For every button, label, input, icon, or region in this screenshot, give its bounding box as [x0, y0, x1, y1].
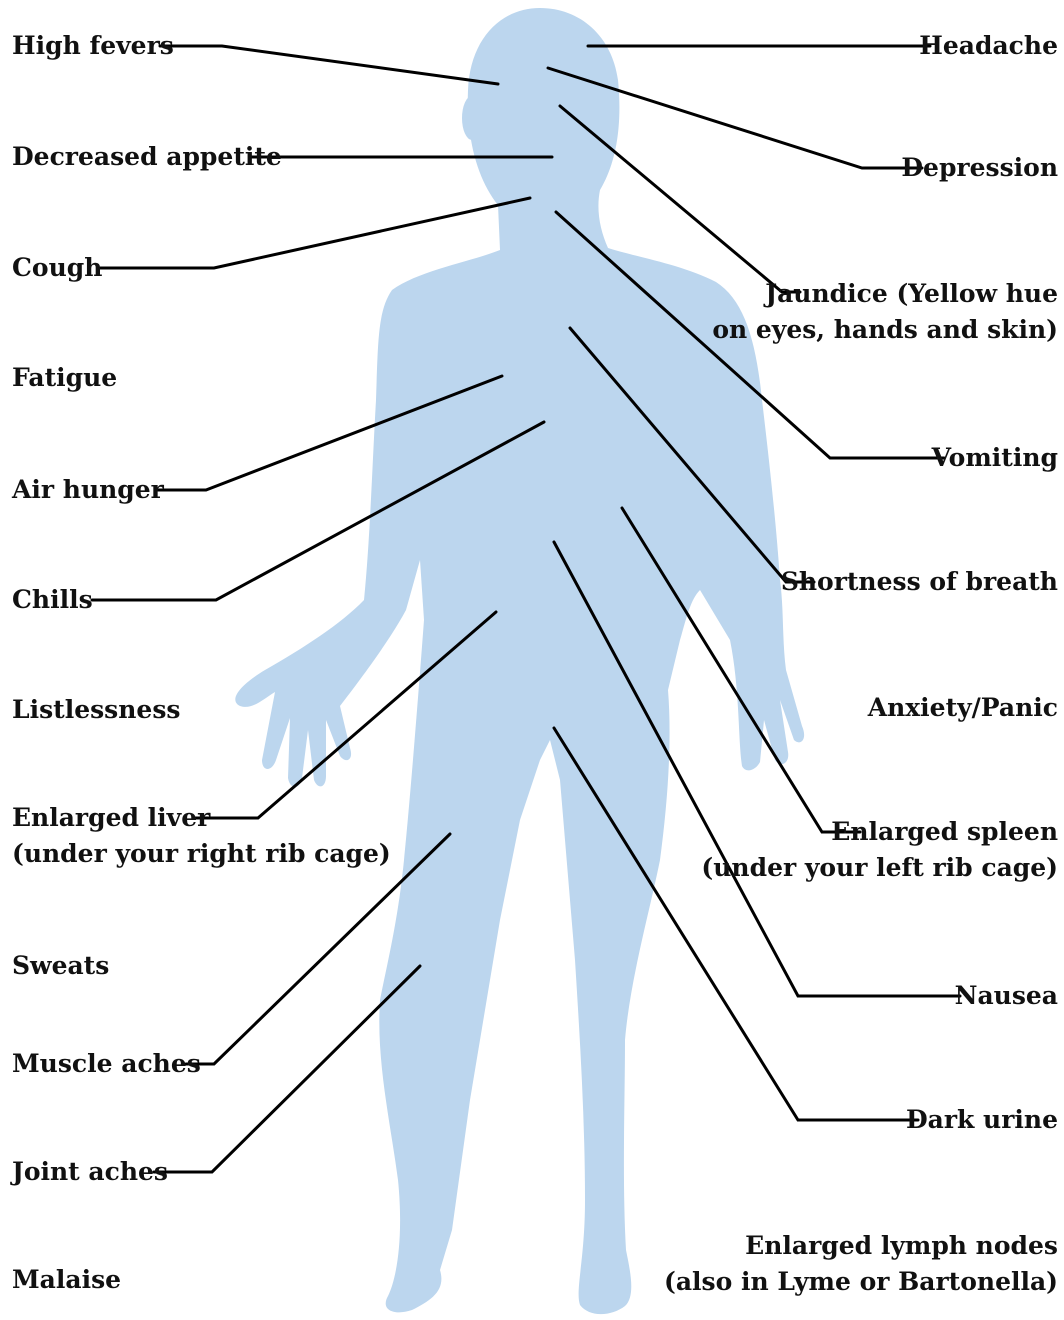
- label-headache: Headache: [919, 28, 1058, 64]
- label-chills: Chills: [12, 582, 93, 618]
- label-vomiting: Vomiting: [932, 440, 1058, 476]
- label-cough: Cough: [12, 250, 102, 286]
- label-nausea: Nausea: [955, 978, 1058, 1014]
- leader-cough: [100, 198, 530, 268]
- label-enlarged-liver-line1: Enlarged liver: [12, 800, 391, 836]
- label-high-fevers: High fevers: [12, 28, 174, 64]
- label-enlarged-liver: Enlarged liver (under your right rib cag…: [12, 800, 391, 872]
- human-body-silhouette: [235, 8, 804, 1314]
- label-decreased-appetite: Decreased appetite: [12, 139, 282, 175]
- label-fatigue: Fatigue: [12, 360, 117, 396]
- label-jaundice-line2: on eyes, hands and skin): [712, 312, 1058, 348]
- label-joint-aches: Joint aches: [12, 1154, 168, 1190]
- label-listlessness: Listlessness: [12, 692, 180, 728]
- label-sweats: Sweats: [12, 948, 109, 984]
- leader-high-fevers: [160, 46, 498, 84]
- label-enlarged-spleen-line2: (under your left rib cage): [701, 850, 1058, 886]
- label-enlarged-spleen-line1: Enlarged spleen: [701, 814, 1058, 850]
- label-jaundice: Jaundice (Yellow hue on eyes, hands and …: [712, 276, 1058, 348]
- label-muscle-aches: Muscle aches: [12, 1046, 201, 1082]
- label-shortness-of-breath: Shortness of breath: [781, 564, 1058, 600]
- label-enlarged-lymph-nodes-line2: (also in Lyme or Bartonella): [664, 1264, 1058, 1300]
- label-anxiety-panic: Anxiety/Panic: [868, 690, 1058, 726]
- label-dark-urine: Dark urine: [906, 1102, 1058, 1138]
- label-enlarged-liver-line2: (under your right rib cage): [12, 836, 391, 872]
- label-air-hunger: Air hunger: [12, 472, 164, 508]
- label-enlarged-spleen: Enlarged spleen (under your left rib cag…: [701, 814, 1058, 886]
- label-enlarged-lymph-nodes-line1: Enlarged lymph nodes: [664, 1228, 1058, 1264]
- label-depression: Depression: [901, 150, 1058, 186]
- label-jaundice-line1: Jaundice (Yellow hue: [712, 276, 1058, 312]
- left-ear: [462, 96, 482, 140]
- label-malaise: Malaise: [12, 1262, 121, 1298]
- label-enlarged-lymph-nodes: Enlarged lymph nodes (also in Lyme or Ba…: [664, 1228, 1058, 1300]
- body-outline: [235, 8, 804, 1314]
